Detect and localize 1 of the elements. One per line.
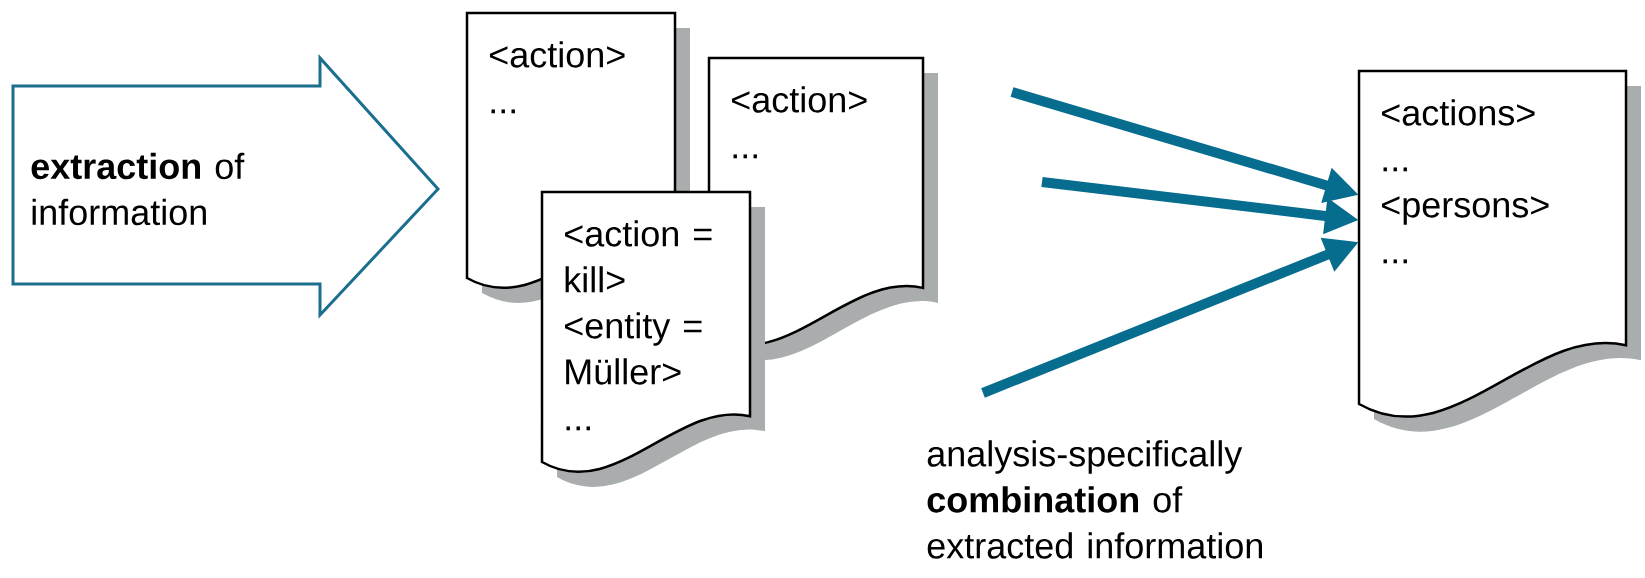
caption-text: analysis-specifically combination of extracted information (927, 440, 1262, 559)
